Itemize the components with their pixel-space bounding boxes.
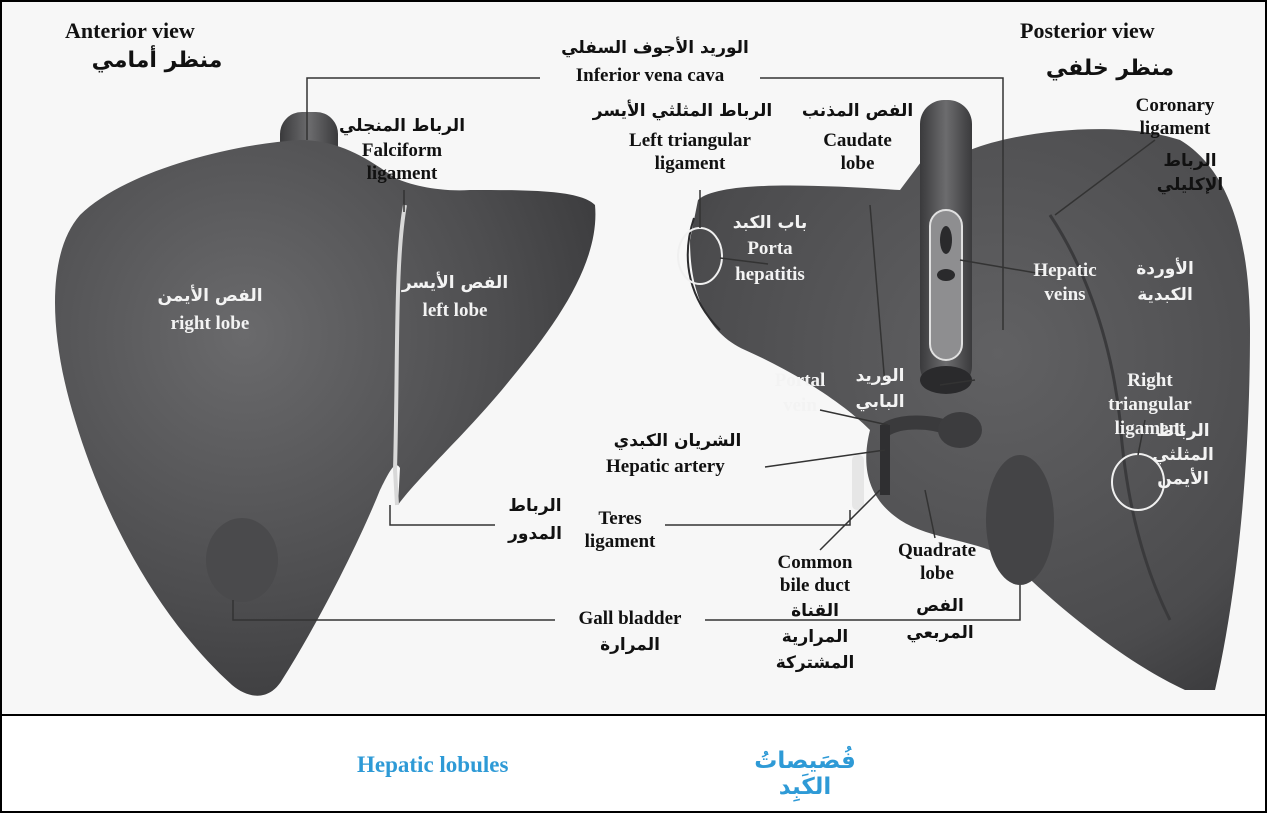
coronary-label-1: Coronary — [1105, 95, 1245, 117]
teres-label-2: ligament — [570, 531, 670, 553]
teres-label-1: Teres — [570, 508, 670, 530]
common-bile-duct-label-1: Common — [760, 552, 870, 574]
right-triangular-label-ar-1: الرباط — [1128, 420, 1238, 442]
right-lobe-label-ar: الفص الأيمن — [140, 285, 280, 307]
common-bile-duct-label-ar-1: القناة — [760, 600, 870, 622]
right-triangular-label-2: triangular — [1090, 394, 1210, 416]
ivc-label: Inferior vena cava — [540, 65, 760, 87]
caudate-label-1: Caudate — [800, 130, 915, 152]
gall-bladder-anterior — [206, 518, 278, 602]
quadrate-lobe-label-2: lobe — [882, 563, 992, 585]
caudate-label-2: lobe — [800, 153, 915, 175]
right-triangular-label-1: Right — [1090, 370, 1210, 392]
anterior-view-header: Anterior view — [65, 20, 195, 42]
quadrate-lobe-label-ar-1: الفص — [890, 595, 990, 617]
gall-bladder-label: Gall bladder — [555, 608, 705, 630]
porta-label-2: hepatitis — [715, 264, 825, 286]
left-triangular-label-2: ligament — [590, 153, 790, 175]
left-lobe-label-ar: الفص الأيسر — [385, 272, 525, 294]
gall-bladder-label-ar: المرارة — [565, 634, 695, 656]
hepatic-artery-label-ar: الشريان الكبدي — [590, 430, 765, 452]
falciform-label-2: ligament — [322, 163, 482, 185]
coronary-label-ar-1: الرباط — [1140, 150, 1240, 172]
anterior-view-header-ar: منظر أمامي — [82, 50, 232, 72]
teres-label-ar-1: الرباط — [490, 495, 580, 517]
portal-vein-label-ar-1: الوريد — [840, 365, 920, 387]
footer-title-ar: فُصَيصاتُ الكَبِد — [730, 748, 880, 800]
falciform-label-ar: الرباط المنجلي — [322, 115, 482, 137]
teres-label-ar-2: المدور — [490, 523, 580, 545]
common-bile-duct-label-ar-3: المشتركة — [760, 652, 870, 674]
ivc-label-ar: الوريد الأجوف السفلي — [545, 37, 765, 59]
hepatic-veins-label-ar-2: الكبدية — [1110, 284, 1220, 306]
left-triangular-label-1: Left triangular — [590, 130, 790, 152]
hepatic-veins-label-1: Hepatic — [1020, 260, 1110, 282]
porta-label-1: Porta — [715, 238, 825, 260]
posterior-view-header: Posterior view — [1020, 20, 1155, 42]
portal-vein-label-ar-2: البابي — [840, 391, 920, 413]
hepatic-veins-label-ar-1: الأوردة — [1110, 258, 1220, 280]
coronary-label-2: ligament — [1105, 118, 1245, 140]
falciform-label-1: Falciform — [322, 140, 482, 162]
portal-vein-label-2: vein — [760, 395, 840, 417]
right-triangular-label-ar-2: المثلثي — [1128, 444, 1238, 466]
coronary-label-ar-2: الإكليلي — [1140, 174, 1240, 196]
gall-bladder-posterior — [986, 455, 1054, 585]
footer-title-en: Hepatic lobules — [357, 752, 508, 778]
common-bile-duct-label-2: bile duct — [760, 575, 870, 597]
quadrate-lobe-label-ar-2: المربعي — [890, 622, 990, 644]
left-lobe-label: left lobe — [385, 300, 525, 322]
caudate-label-ar: الفص المذنب — [800, 100, 915, 122]
quadrate-lobe-label-1: Quadrate — [882, 540, 992, 562]
porta-label-ar: باب الكبد — [715, 212, 825, 234]
left-triangular-label-ar: الرباط المثلثي الأيسر — [575, 100, 790, 122]
posterior-view-header-ar: منظر خلفي — [1030, 58, 1190, 80]
portal-vein-label-1: Portal — [760, 370, 840, 392]
right-lobe-label: right lobe — [140, 313, 280, 335]
right-triangular-label-ar-3: الأيمن — [1128, 468, 1238, 490]
common-bile-duct-label-ar-2: المرارية — [760, 626, 870, 648]
hepatic-veins-label-2: veins — [1020, 284, 1110, 306]
hepatic-artery-label: Hepatic artery — [606, 456, 725, 478]
